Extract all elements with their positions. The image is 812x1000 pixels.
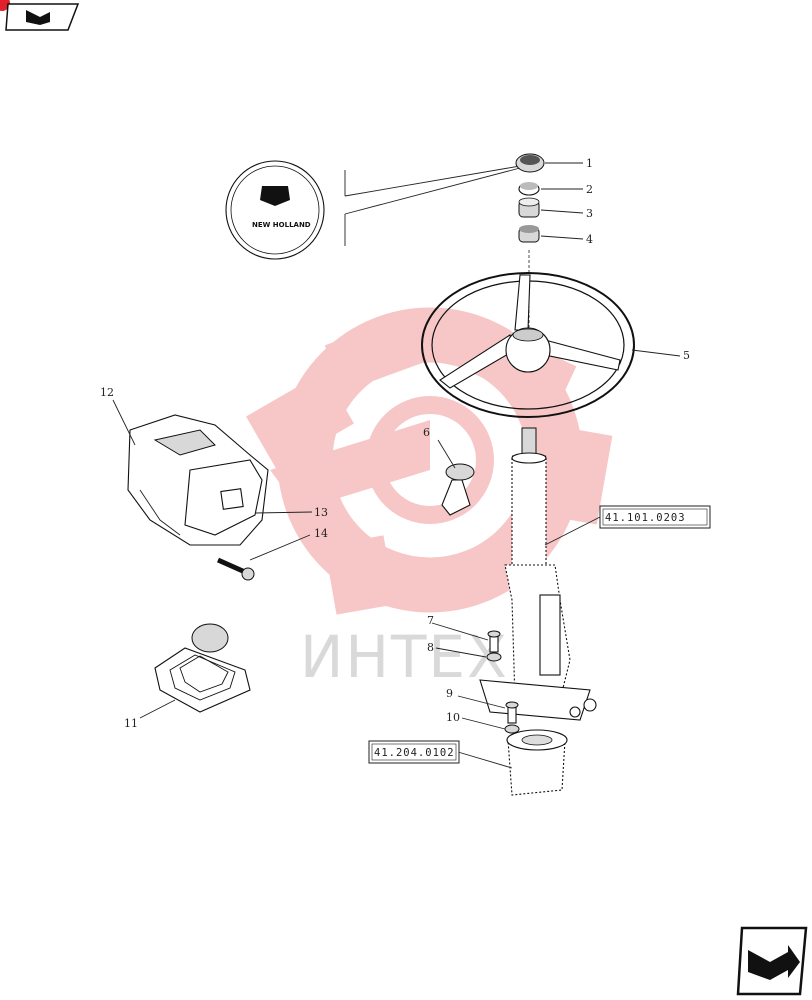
ref-link-column[interactable]: 41.101.0203 bbox=[599, 505, 711, 529]
callout-9: 9 bbox=[446, 687, 453, 700]
callout-8: 8 bbox=[427, 641, 434, 654]
part-12-cover bbox=[127, 414, 269, 546]
callout-11: 11 bbox=[124, 717, 138, 730]
part-2-washer bbox=[518, 182, 540, 196]
part-5-steering-wheel bbox=[421, 272, 635, 418]
new-holland-logo-icon bbox=[260, 186, 290, 206]
emblem-logo-text: NEW HOLLAND bbox=[252, 221, 311, 229]
steering-pump bbox=[506, 729, 568, 796]
callout-6: 6 bbox=[423, 426, 430, 439]
callout-10: 10 bbox=[446, 711, 460, 724]
part-8-washer bbox=[486, 652, 502, 662]
part-9-bolt bbox=[505, 701, 519, 724]
callout-2: 2 bbox=[586, 183, 593, 196]
part-1-cap bbox=[515, 153, 545, 173]
callout-7: 7 bbox=[427, 614, 434, 627]
leader-lines bbox=[112, 162, 681, 769]
watermark-text: ИНТЕХ bbox=[300, 623, 509, 691]
callout-5: 5 bbox=[683, 349, 690, 362]
emblem-detail: NEW HOLLAND bbox=[225, 160, 521, 260]
part-6-lever-knob bbox=[441, 463, 475, 516]
callout-3: 3 bbox=[586, 207, 593, 220]
part-4-spacer bbox=[518, 225, 540, 243]
back-arrow-icon bbox=[26, 10, 50, 25]
ref-pump-label: 41.204.0102 bbox=[374, 747, 455, 759]
ref-link-pump[interactable]: 41.204.0102 bbox=[368, 740, 460, 764]
nav-forward-button[interactable] bbox=[736, 926, 808, 996]
callout-4: 4 bbox=[586, 233, 593, 246]
callout-13: 13 bbox=[314, 506, 328, 519]
callout-14: 14 bbox=[314, 527, 328, 540]
part-11-boot bbox=[154, 623, 251, 713]
forward-arrow-icon bbox=[748, 945, 800, 980]
part-3-nut bbox=[518, 197, 540, 218]
part-7-bolt bbox=[487, 630, 501, 653]
callout-12: 12 bbox=[100, 386, 114, 399]
callout-1: 1 bbox=[586, 157, 593, 170]
ref-column-label: 41.101.0203 bbox=[605, 512, 686, 524]
nav-back-button[interactable] bbox=[0, 0, 80, 31]
watermark-gear bbox=[246, 307, 613, 615]
part-10-washer bbox=[504, 724, 520, 734]
part-14-screw bbox=[216, 557, 255, 581]
